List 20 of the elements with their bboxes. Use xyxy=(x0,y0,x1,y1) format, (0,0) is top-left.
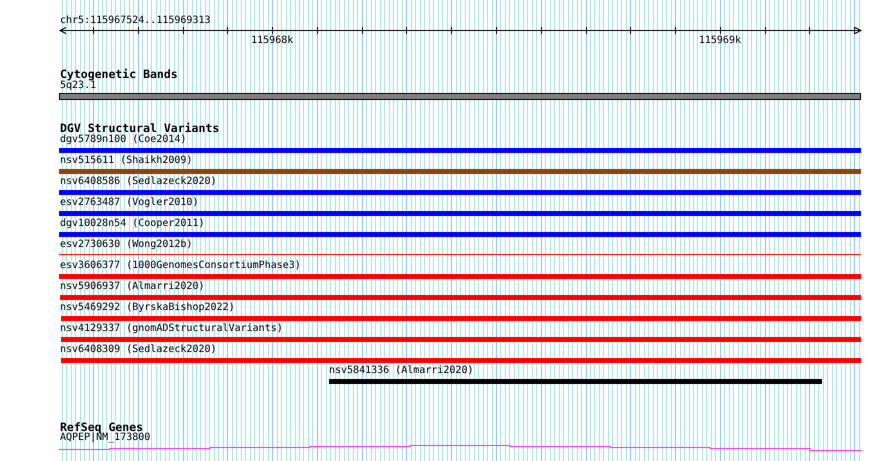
tick-label: 115969k xyxy=(698,35,741,47)
tick-label: 115968k xyxy=(251,35,294,47)
feature-label: nsv5906937 (Almarri2020) xyxy=(60,281,204,293)
feature-label: nsv6408309 (Sedlazeck2020) xyxy=(60,344,217,356)
track-title: DGV Structural Variants xyxy=(60,121,220,135)
feature-label: nsv5841336 (Almarri2020) xyxy=(329,365,474,377)
feature-label: dgv10028n54 (Cooper2011) xyxy=(60,218,204,230)
track-title: Cytogenetic Bands xyxy=(60,67,178,81)
band-label: 5q23.1 xyxy=(60,80,96,92)
track-title: RefSeq Genes xyxy=(60,420,144,434)
feature-label: nsv4129337 (gnomADStructuralVariants) xyxy=(60,323,283,335)
coordinate-label: chr5:115967524..115969313 xyxy=(60,15,211,27)
feature-label: nsv515611 (Shaikh2009) xyxy=(60,155,192,167)
feature-label: nsv5469292 (ByrskaBishop2022) xyxy=(60,302,235,314)
feature-label: esv2763487 (Vogler2010) xyxy=(60,197,198,209)
gene-label: AQPEP|NM_173800 xyxy=(60,432,150,444)
feature-label: esv2730630 (Wong2012b) xyxy=(60,239,192,251)
feature-label: esv3606377 (1000GenomesConsortiumPhase3) xyxy=(60,260,301,272)
feature-label: dgv5789n100 (Coe2014) xyxy=(60,134,186,146)
feature-label: nsv6408586 (Sedlazeck2020) xyxy=(60,176,217,188)
